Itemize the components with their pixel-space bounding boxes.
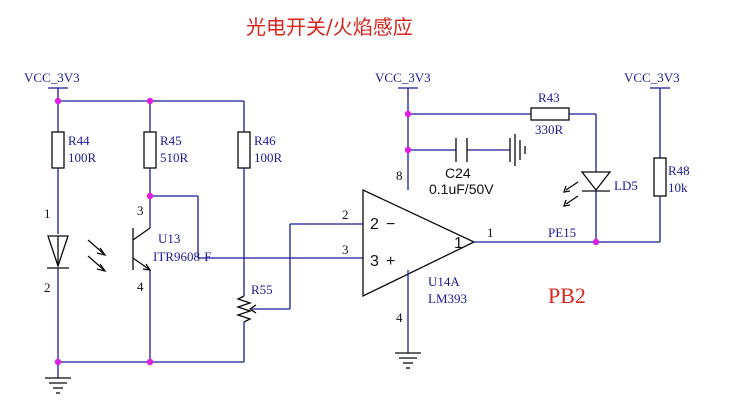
ground-symbol-comparator (395, 352, 421, 369)
r46-value: 100R (254, 150, 283, 165)
pin-num-minus: 2 (342, 207, 349, 222)
junction-dot (592, 238, 600, 246)
output-pin-label: 1 (454, 235, 463, 252)
junction-dot (404, 110, 412, 118)
c24-value: 0.1uF/50V (429, 181, 494, 197)
opto-ir-led: 1 2 (44, 206, 107, 362)
comparator-u14a: 2 3 2 − 3 + 1 8 4 U14A LM393 (342, 168, 476, 353)
opto-pin-3: 3 (137, 203, 144, 218)
output-net-label: PE15 (548, 225, 576, 240)
opto-part: ITR9608-F (153, 249, 212, 264)
r44-ref: R44 (68, 133, 90, 148)
c24-ref: C24 (445, 165, 471, 181)
vcc-label-right: VCC_3V3 (624, 70, 680, 85)
plus-pin-label: 3 (370, 253, 379, 270)
led-ld5: LD5 (563, 171, 638, 242)
vcc-symbol-middle: VCC_3V3 (375, 70, 431, 190)
r45-ref: R45 (160, 133, 182, 148)
resistor-r44: R44 100R (51, 101, 97, 234)
ground-symbol-left (45, 362, 71, 394)
junction-dot (146, 192, 154, 200)
resistor-r45: R45 510R (143, 101, 189, 196)
resistor-r43: R43 330R (530, 90, 597, 172)
r44-value: 100R (68, 150, 97, 165)
pin-num-plus: 3 (342, 242, 349, 257)
junction-dot (146, 358, 154, 366)
ground-symbol-cap (509, 134, 526, 166)
net-label-pb2: PB2 (548, 283, 586, 308)
potentiometer-r55: R55 (235, 224, 291, 362)
resistor-r46: R46 100R (237, 101, 283, 296)
opto-phototransistor: 3 4 U13 ITR9608-F (132, 196, 212, 362)
vcc-label-middle: VCC_3V3 (375, 70, 431, 85)
opto-pin-1: 1 (44, 206, 51, 221)
r48-ref: R48 (668, 163, 690, 178)
vcc-label-left: VCC_3V3 (24, 70, 80, 85)
comparator-part: LM393 (428, 291, 467, 306)
diagram-title: 光电开关/火焰感应 (246, 15, 413, 39)
vcc-symbol-right: VCC_3V3 (624, 70, 680, 158)
junction-dot (404, 146, 412, 154)
resistor-r48: R48 10k (653, 157, 690, 242)
junction-dot (54, 97, 62, 105)
r55-ref: R55 (251, 282, 273, 297)
r48-value: 10k (668, 180, 688, 195)
r43-ref: R43 (538, 90, 560, 105)
minus-pin-label: 2 (370, 216, 379, 233)
opto-ref: U13 (158, 231, 180, 246)
r43-value: 330R (535, 122, 564, 137)
r46-ref: R46 (254, 133, 276, 148)
plus-sign: + (386, 253, 395, 270)
comparator-ref: U14A (428, 274, 460, 289)
pin-num-gnd: 4 (396, 310, 403, 325)
ld5-ref: LD5 (614, 178, 638, 193)
opto-pin-4: 4 (137, 279, 144, 294)
junction-dot (146, 97, 154, 105)
minus-sign: − (386, 216, 395, 233)
vcc-symbol-left: VCC_3V3 (24, 70, 80, 101)
junction-dot (54, 358, 62, 366)
capacitor-c24: C24 0.1uF/50V (408, 138, 510, 197)
pin-num-vcc: 8 (396, 168, 403, 183)
opto-pin-2: 2 (44, 280, 51, 295)
r45-value: 510R (160, 150, 189, 165)
output-pin-number: 1 (487, 225, 494, 240)
